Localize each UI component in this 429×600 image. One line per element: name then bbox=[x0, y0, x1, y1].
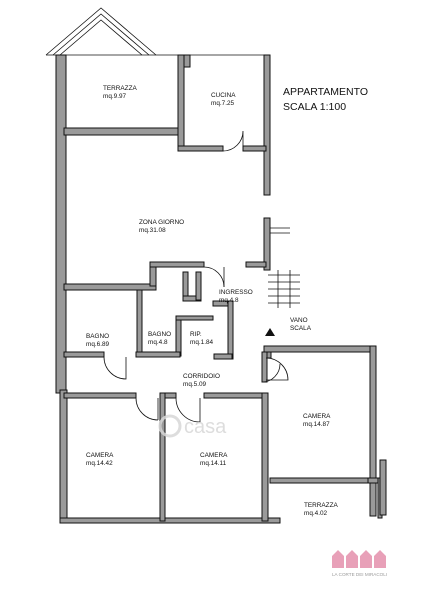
room-area-bagno-large: mq.6.89 bbox=[86, 341, 110, 348]
room-name-terrazza-top: TERRAZZA bbox=[103, 85, 137, 92]
logo-text: LA CORTE DEI MIRACOLI bbox=[332, 572, 387, 577]
room-name-ingresso: INGRESSO bbox=[219, 289, 253, 296]
watermark-text: casa bbox=[184, 416, 227, 438]
outer-walls bbox=[55, 54, 387, 524]
door-swings bbox=[103, 130, 289, 423]
room-area-corridoio: mq.5.09 bbox=[183, 381, 207, 388]
room-name-bagno-large: BAGNO bbox=[86, 333, 109, 340]
logo-houses-icon bbox=[332, 550, 386, 568]
vano-scala-line2: SCALA bbox=[290, 325, 312, 332]
room-name-bagno-small: BAGNO bbox=[148, 331, 171, 338]
room-area-ripostiglio: mq.1.84 bbox=[190, 339, 214, 346]
watermark: casa bbox=[158, 414, 227, 438]
room-area-terrazza-bottom: mq.4.02 bbox=[304, 510, 328, 517]
room-area-bagno-small: mq.4.8 bbox=[148, 339, 168, 346]
room-area-camera-right: mq.14.87 bbox=[303, 421, 330, 428]
room-name-ripostiglio: RIP. bbox=[190, 331, 202, 338]
room-name-camera-mid: CAMERA bbox=[200, 452, 228, 459]
room-area-camera-mid: mq.14.11 bbox=[200, 460, 227, 467]
room-area-camera-left: mq.14.42 bbox=[86, 460, 113, 467]
plan-title-line2: SCALA 1:100 bbox=[283, 101, 346, 113]
room-area-cucina: mq.7.25 bbox=[211, 100, 235, 107]
room-name-camera-right: CAMERA bbox=[303, 413, 331, 420]
vano-scala-line1: VANO bbox=[290, 317, 308, 324]
staircase bbox=[265, 227, 300, 336]
room-name-camera-left: CAMERA bbox=[86, 452, 114, 459]
room-area-ingresso: mq.4.8 bbox=[219, 297, 239, 304]
room-area-terrazza-top: mq.9.97 bbox=[103, 93, 127, 100]
room-area-zona-giorno: mq.31.08 bbox=[139, 227, 166, 234]
roof-outline bbox=[45, 7, 270, 56]
room-name-terrazza-bottom: TERRAZZA bbox=[304, 502, 338, 509]
plan-title-line1: APPARTAMENTO bbox=[283, 86, 368, 98]
room-name-corridoio: CORRIDOIO bbox=[183, 373, 220, 380]
entrance-arrow-icon bbox=[265, 328, 275, 336]
room-name-cucina: CUCINA bbox=[211, 92, 236, 99]
logo: LA CORTE DEI MIRACOLI bbox=[332, 550, 387, 577]
interior-walls bbox=[63, 54, 269, 522]
room-name-zona-giorno: ZONA GIORNO bbox=[139, 219, 184, 226]
